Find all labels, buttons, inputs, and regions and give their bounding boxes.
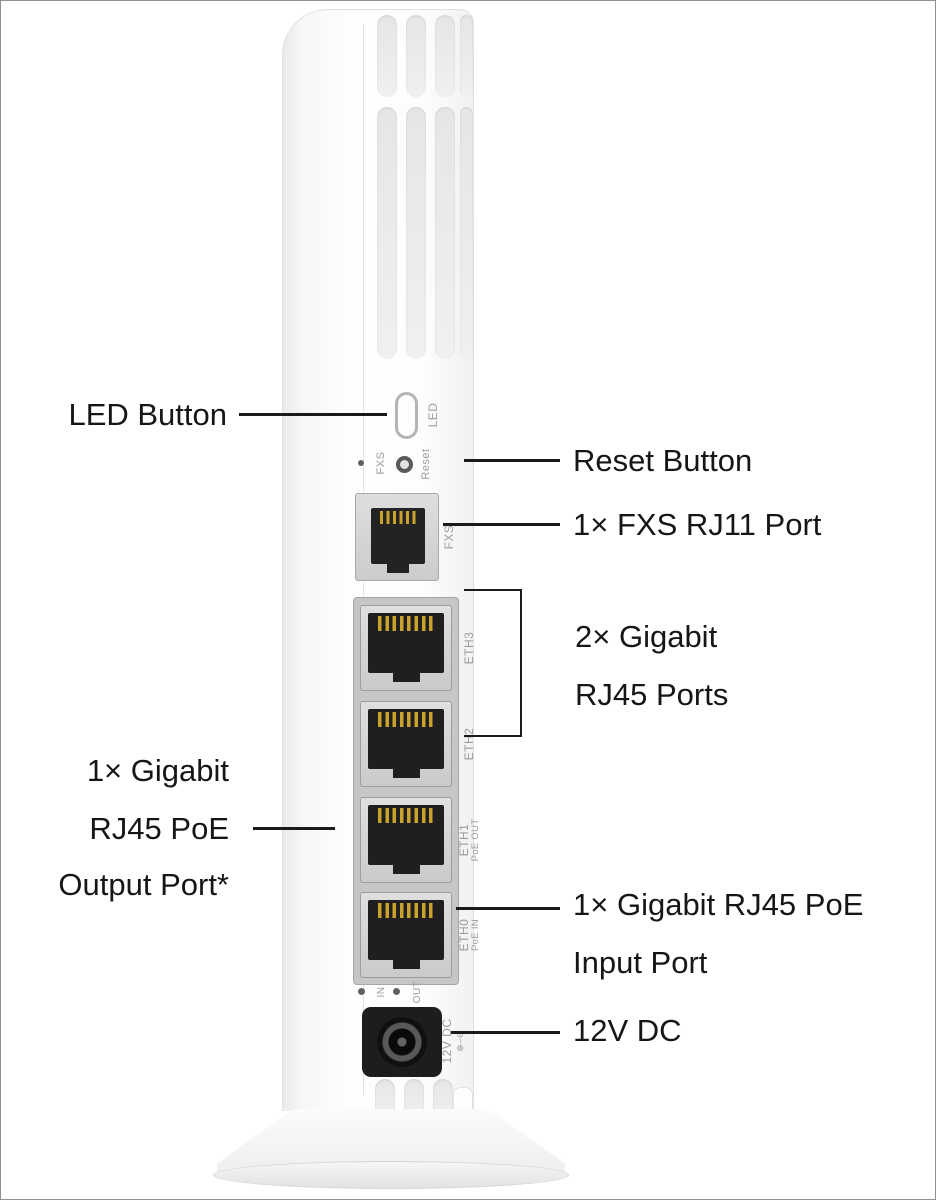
rj45-pins	[378, 903, 435, 918]
vent-slot	[460, 15, 473, 97]
reset-button	[396, 456, 413, 473]
dc-jack-label: 12V DC ⊕–⊖	[435, 1001, 471, 1081]
eth0-port-label: ETH0 PoE IN	[455, 890, 485, 980]
rj45-latch	[393, 673, 420, 682]
rj11-pins	[380, 511, 416, 524]
rj45-latch	[393, 960, 420, 969]
callout-gigabit-ports-line2: RJ45 Ports	[575, 677, 729, 712]
callout-poe-output-line1: 1× Gigabit	[86, 753, 229, 788]
vent-slot	[377, 15, 397, 97]
stand-base	[213, 1161, 569, 1189]
vent-slot	[406, 15, 426, 97]
eth1-port-label: ETH1 PoE OUT	[455, 795, 485, 885]
eth1-sublabel-text: PoE OUT	[470, 818, 482, 862]
eth3-port	[360, 605, 452, 691]
callout-line-poe-input	[456, 907, 560, 910]
rj45-pins	[378, 808, 435, 823]
callout-poe-output-line2: RJ45 PoE	[89, 811, 229, 846]
vent-slot	[435, 107, 455, 359]
fxs-led-label: FXS	[374, 451, 387, 475]
callout-line-led-button	[239, 413, 387, 416]
callout-reset-button: Reset Button	[573, 443, 753, 478]
rj45-pins	[378, 616, 435, 631]
fxs-port-label: FXS	[442, 524, 457, 550]
led-button	[395, 392, 418, 439]
reset-button-label: Reset	[419, 448, 432, 480]
dc-label-text: 12V DC	[439, 1018, 454, 1064]
eth0-poe-in-port	[360, 892, 452, 978]
eth1-label-text: ETH1	[456, 823, 471, 857]
poe-in-led-label: IN	[376, 986, 388, 998]
fxs-rj11-port	[355, 493, 439, 581]
callout-line-dc-power	[451, 1031, 560, 1034]
vent-slot	[435, 15, 455, 97]
callout-fxs-port: 1× FXS RJ11 Port	[573, 507, 822, 542]
callout-gigabit-ports-line1: 2× Gigabit	[575, 619, 718, 654]
callout-dc-power: 12V DC	[573, 1013, 682, 1048]
dc-barrel-connector	[377, 1017, 427, 1067]
callout-poe-input-line1: 1× Gigabit RJ45 PoE	[573, 887, 864, 922]
eth0-sublabel-text: PoE IN	[470, 919, 482, 951]
fxs-led-indicator	[358, 460, 364, 466]
callout-line-fxs-port	[443, 523, 560, 526]
led-button-label: LED	[426, 402, 441, 428]
vent-slot	[406, 107, 426, 359]
rj11-opening	[371, 508, 425, 564]
callout-poe-output-line3: Output Port*	[58, 867, 229, 902]
vent-slot	[377, 107, 397, 359]
poe-out-led	[393, 988, 400, 995]
dc-power-jack	[362, 1007, 442, 1077]
rj45-latch	[393, 865, 420, 874]
rj11-latch	[387, 564, 409, 573]
eth0-label-text: ETH0	[456, 918, 471, 952]
eth2-port	[360, 701, 452, 787]
eth1-poe-out-port	[360, 797, 452, 883]
rj45-latch	[393, 769, 420, 778]
callout-line-reset-button	[464, 459, 560, 462]
vent-slot	[460, 107, 473, 359]
rj45-pins	[378, 712, 435, 727]
callout-led-button: LED Button	[68, 397, 227, 432]
poe-in-led	[358, 988, 365, 995]
callout-line-poe-output	[253, 827, 335, 830]
callout-poe-input-line2: Input Port	[573, 945, 708, 980]
callout-bracket-gigabit-ports	[464, 589, 522, 737]
